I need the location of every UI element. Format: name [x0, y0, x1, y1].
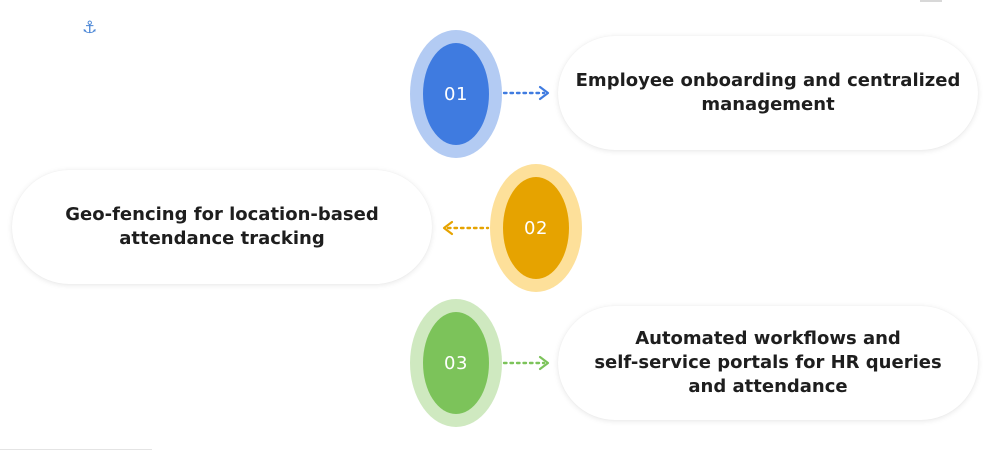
step-1-arrow-right-icon [502, 85, 550, 101]
step-1-number: 01 [444, 83, 468, 105]
step-1-card: Employee onboarding and centralized mana… [558, 36, 978, 150]
corner-divider [920, 0, 942, 2]
step-3-badge: 03 [423, 312, 489, 414]
step-3-text: Automated workflows and self-service por… [594, 328, 942, 397]
step-1-badge: 01 [423, 43, 489, 145]
bottom-divider [0, 449, 152, 450]
anchor-icon: ⚓ [82, 18, 98, 38]
step-2-text: Geo-fencing for location-based attendanc… [65, 204, 379, 249]
step-3-arrow-right-icon [502, 355, 550, 371]
step-2-badge: 02 [503, 177, 569, 279]
step-2-card: Geo-fencing for location-based attendanc… [12, 170, 432, 284]
step-3-card: Automated workflows and self-service por… [558, 306, 978, 420]
step-3-number: 03 [444, 352, 468, 374]
step-2-arrow-left-icon [442, 220, 490, 236]
step-1-text: Employee onboarding and centralized mana… [575, 70, 961, 115]
step-2-number: 02 [524, 217, 548, 239]
